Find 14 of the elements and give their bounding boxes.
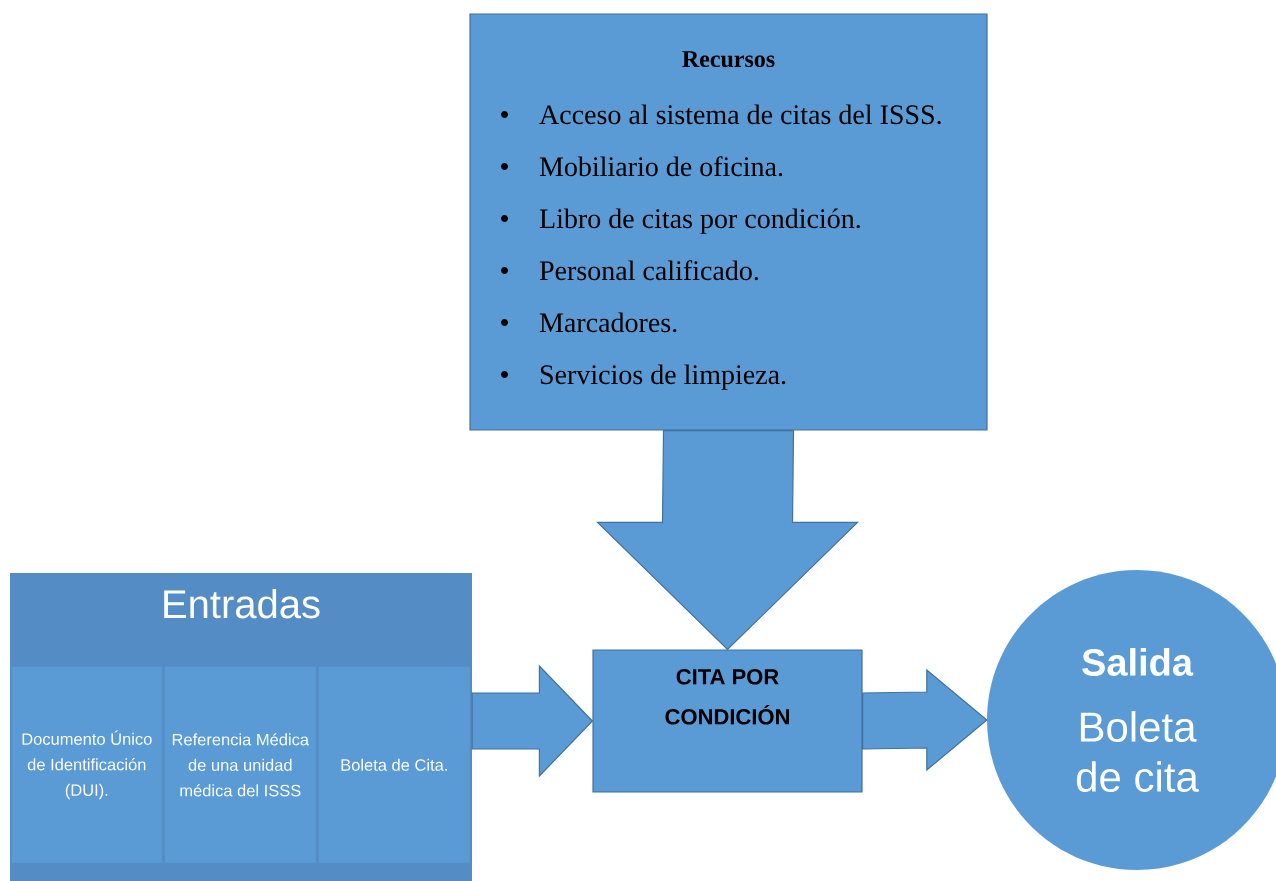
list-item: Mobiliario de oficina. bbox=[501, 156, 783, 177]
list-item: Marcadores. bbox=[501, 312, 677, 333]
block-arrow bbox=[471, 664, 594, 778]
list-item: Acceso al sistema de citas del ISSS. bbox=[501, 104, 941, 125]
list-item: Libro de citas por condición. bbox=[501, 208, 860, 234]
input-box: Referencia Médica de una unidad médica del ISSS bbox=[164, 666, 316, 863]
input-box: Documento Único de Identificación (DUI). bbox=[11, 666, 162, 863]
block-arrow bbox=[862, 668, 988, 772]
list-item: Personal calificado. bbox=[501, 260, 758, 281]
resources-box: Recursos Acceso al sistema de citas del ISSS. Mobiliario de oficina. Libro de citas por condición. Personal calificado. Marcadores. Servicios de limpieza. bbox=[469, 13, 988, 431]
process-box: CITA POR CONDICIÓN bbox=[592, 649, 863, 793]
input-box: Boleta de Cita. bbox=[318, 666, 470, 863]
list-item: Servicios de limpieza. bbox=[501, 364, 786, 390]
block-arrow bbox=[596, 430, 859, 651]
